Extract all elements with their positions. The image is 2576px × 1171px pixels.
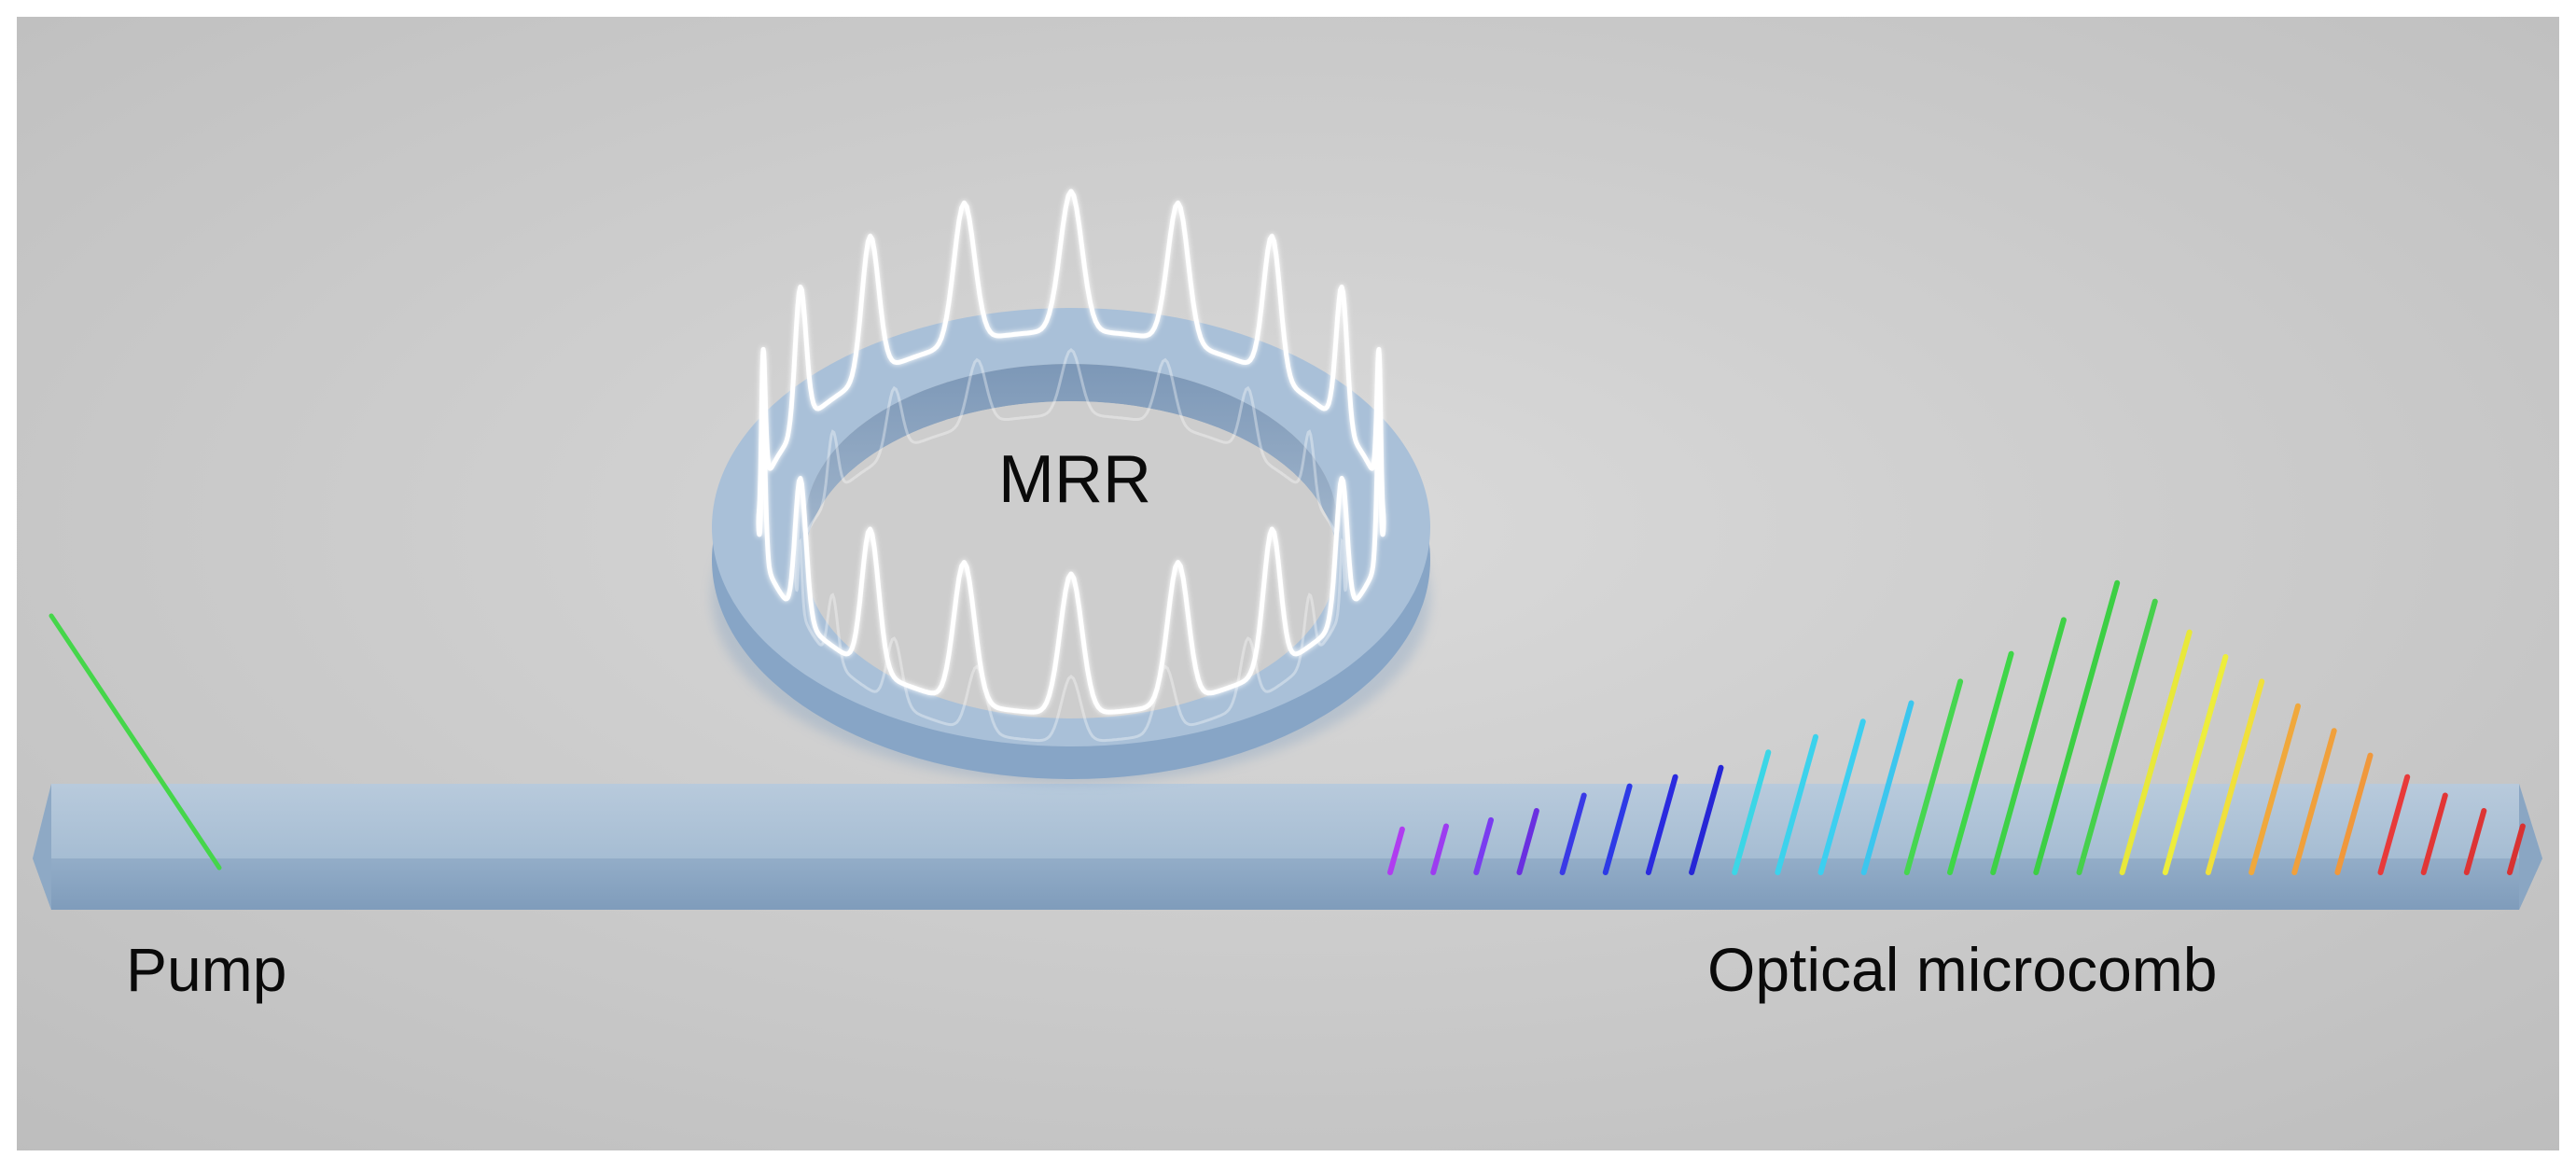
comb-line (1559, 792, 1587, 875)
comb-lines (1387, 579, 2526, 875)
comb-line (1689, 764, 1724, 875)
comb-line (1775, 733, 1818, 875)
comb-line (2420, 792, 2448, 875)
pump-label: Pump (126, 935, 286, 1004)
comb-label: Optical microcomb (1707, 935, 2217, 1004)
soliton-reflection (794, 348, 1348, 743)
comb-line (2162, 654, 2229, 875)
comb-line (2076, 598, 2158, 875)
comb-line (1645, 774, 1678, 875)
soliton-waveform (756, 188, 1386, 715)
pump-line (49, 613, 222, 871)
comb-line (1990, 617, 2067, 875)
comb-line (1602, 783, 1633, 875)
comb-line (2334, 752, 2374, 875)
comb-line (1947, 650, 2014, 875)
comb-line (1903, 678, 1964, 875)
comb-line (1387, 826, 1405, 875)
comb-line (2291, 728, 2337, 875)
comb-line (1860, 700, 1915, 875)
comb-line (1516, 808, 1539, 875)
comb-line (2463, 808, 2487, 875)
comb-line (2377, 774, 2411, 875)
ring-resonator (712, 308, 1430, 784)
comb-line (1430, 823, 1449, 875)
ring-label: MRR (998, 442, 1151, 517)
comb-line (2119, 629, 2193, 875)
comb-line (2507, 823, 2526, 875)
comb-line (1473, 816, 1494, 875)
comb-line (1817, 718, 1866, 875)
comb-line (2249, 703, 2301, 875)
comb-line (2033, 579, 2121, 875)
bus-waveguide (33, 784, 2542, 910)
comb-line (1732, 749, 1772, 875)
comb-line (2205, 678, 2265, 875)
